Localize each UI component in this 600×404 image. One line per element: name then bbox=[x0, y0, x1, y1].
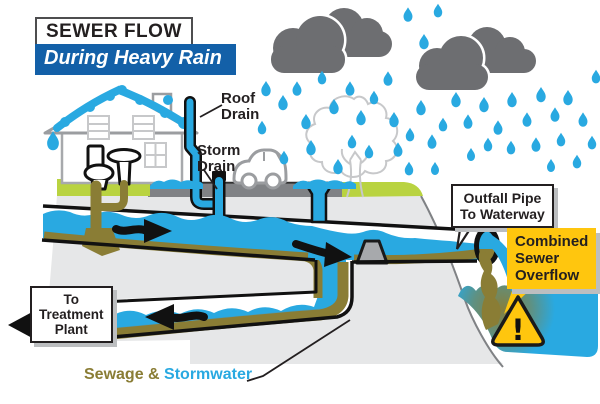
combined-sewer-overflow-label: Combined Sewer Overflow bbox=[507, 228, 597, 289]
legend-stormwater: Stormwater bbox=[164, 366, 253, 383]
sewage-spill bbox=[82, 228, 120, 256]
arrow-left bbox=[145, 304, 174, 330]
toilet-bowl bbox=[83, 163, 115, 183]
roof bbox=[43, 88, 199, 135]
warning-exclamation: ! bbox=[511, 313, 524, 347]
warning-triangle-icon bbox=[491, 295, 545, 347]
arrow-junction bbox=[324, 242, 352, 267]
discharge-sewage bbox=[478, 251, 501, 330]
sewage-stormwater-legend: Sewage & Stormwater bbox=[84, 366, 252, 384]
sewer-sewage-bed-left bbox=[43, 231, 309, 262]
car-wheel bbox=[240, 172, 258, 190]
arrow-exit-head bbox=[8, 311, 34, 339]
outfall-pipe-label: Outfall Pipe To Waterway bbox=[451, 184, 554, 228]
interceptor-water bbox=[46, 259, 346, 341]
sink-basin bbox=[106, 148, 142, 164]
tree-trunk bbox=[340, 147, 370, 198]
roof-drain-pipe bbox=[186, 98, 219, 208]
house-sewage-pipes bbox=[82, 180, 128, 256]
interceptor-sewage-bed bbox=[55, 262, 349, 345]
pipe-outlines bbox=[41, 238, 478, 345]
diagram-subtitle: During Heavy Rain bbox=[35, 44, 236, 75]
storm-drain-pointer bbox=[203, 169, 218, 190]
car bbox=[232, 148, 288, 190]
legend-sewage: Sewage & bbox=[84, 366, 160, 383]
sink-pipe bbox=[96, 180, 128, 211]
roof-drain-label: Roof Drain bbox=[221, 90, 260, 123]
storm-drain-label: Storm Drain bbox=[197, 142, 241, 175]
roof-drain-pointer bbox=[199, 104, 223, 118]
warning-sign: ! bbox=[491, 295, 545, 347]
storm-clouds bbox=[268, 8, 536, 93]
callout-lines bbox=[199, 104, 477, 382]
diagram-title: SEWER FLOW bbox=[35, 17, 193, 48]
street-puddles bbox=[150, 179, 356, 189]
legend-pointer bbox=[246, 319, 351, 382]
treatment-plant-label: To Treatment Plant bbox=[30, 286, 113, 343]
car-wheel bbox=[264, 172, 282, 190]
arrow-right bbox=[144, 219, 172, 243]
windows bbox=[87, 115, 167, 168]
